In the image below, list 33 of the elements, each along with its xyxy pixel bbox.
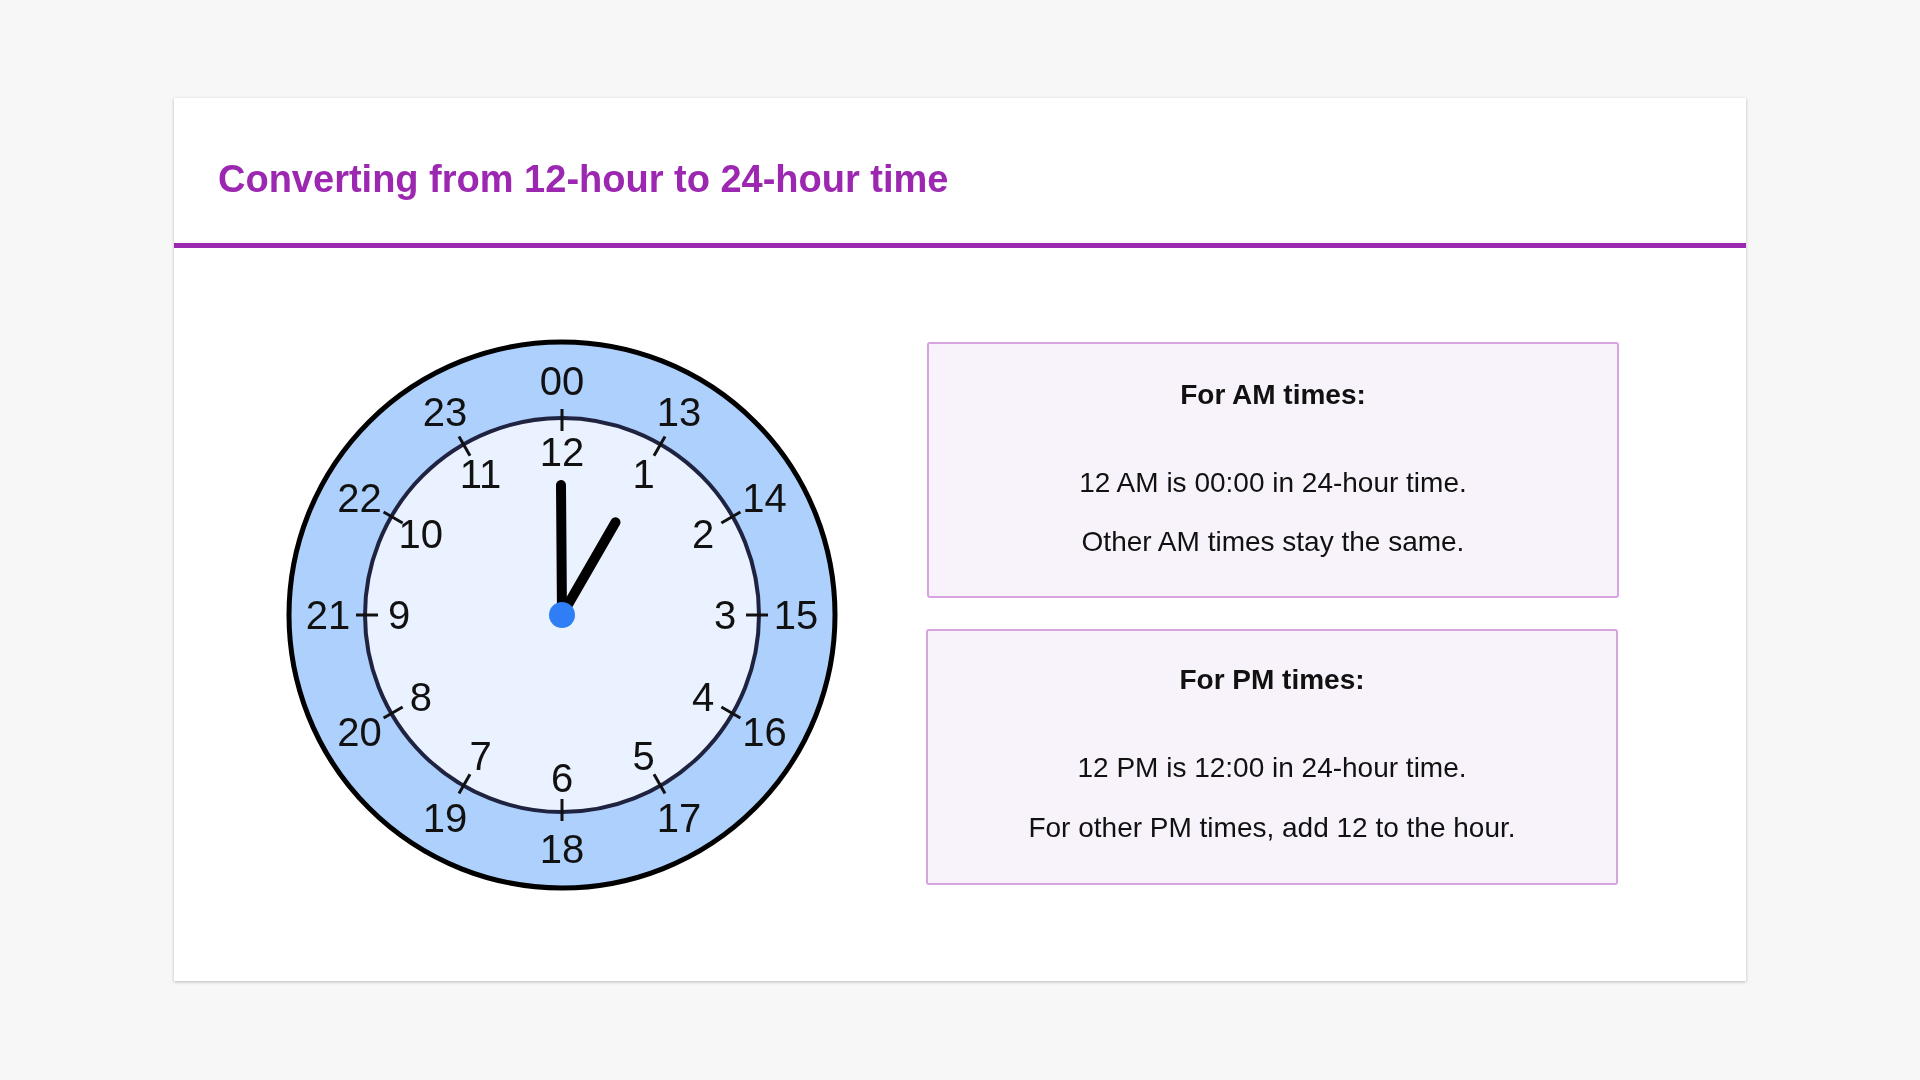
box-heading: For PM times: [1179, 663, 1365, 697]
info-box [927, 342, 1619, 598]
hour-number: 6 [550, 756, 574, 800]
hour-number: 11 [459, 451, 502, 496]
body-text: For other PM times, add 12 to the hour. [1028, 811, 1516, 845]
hour-number: 19 [422, 795, 468, 840]
hour-number: 00 [539, 359, 585, 403]
hour-number: 7 [469, 734, 492, 779]
box-heading: For AM times: [1180, 378, 1366, 412]
hour-number: 20 [337, 710, 382, 754]
hour-number: 16 [742, 710, 787, 754]
hour-number: 1 [632, 451, 655, 496]
info-box [926, 629, 1618, 885]
slide-title: Converting from 12-hour to 24-hour time [218, 157, 949, 202]
hour-number: 15 [773, 593, 819, 637]
hour-number: 12 [539, 430, 585, 474]
hour-number: 23 [422, 390, 468, 435]
body-text: Other AM times stay the same. [1081, 525, 1465, 559]
hour-number: 9 [387, 593, 411, 637]
hour-number: 3 [713, 593, 737, 637]
hour-number: 14 [742, 476, 787, 520]
hour-number: 2 [692, 511, 715, 556]
hour-number: 5 [632, 734, 655, 779]
hour-number: 8 [409, 674, 432, 719]
hour-number: 17 [656, 795, 702, 840]
hour-number: 10 [398, 511, 444, 556]
hour-number: 4 [692, 674, 715, 719]
hour-number: 18 [539, 827, 585, 871]
body-text: 12 PM is 12:00 in 24-hour time. [1077, 751, 1467, 785]
hour-number: 21 [305, 593, 351, 637]
hour-number: 22 [337, 476, 382, 520]
hour-number: 13 [656, 390, 702, 435]
body-text: 12 AM is 00:00 in 24-hour time. [1079, 466, 1467, 500]
